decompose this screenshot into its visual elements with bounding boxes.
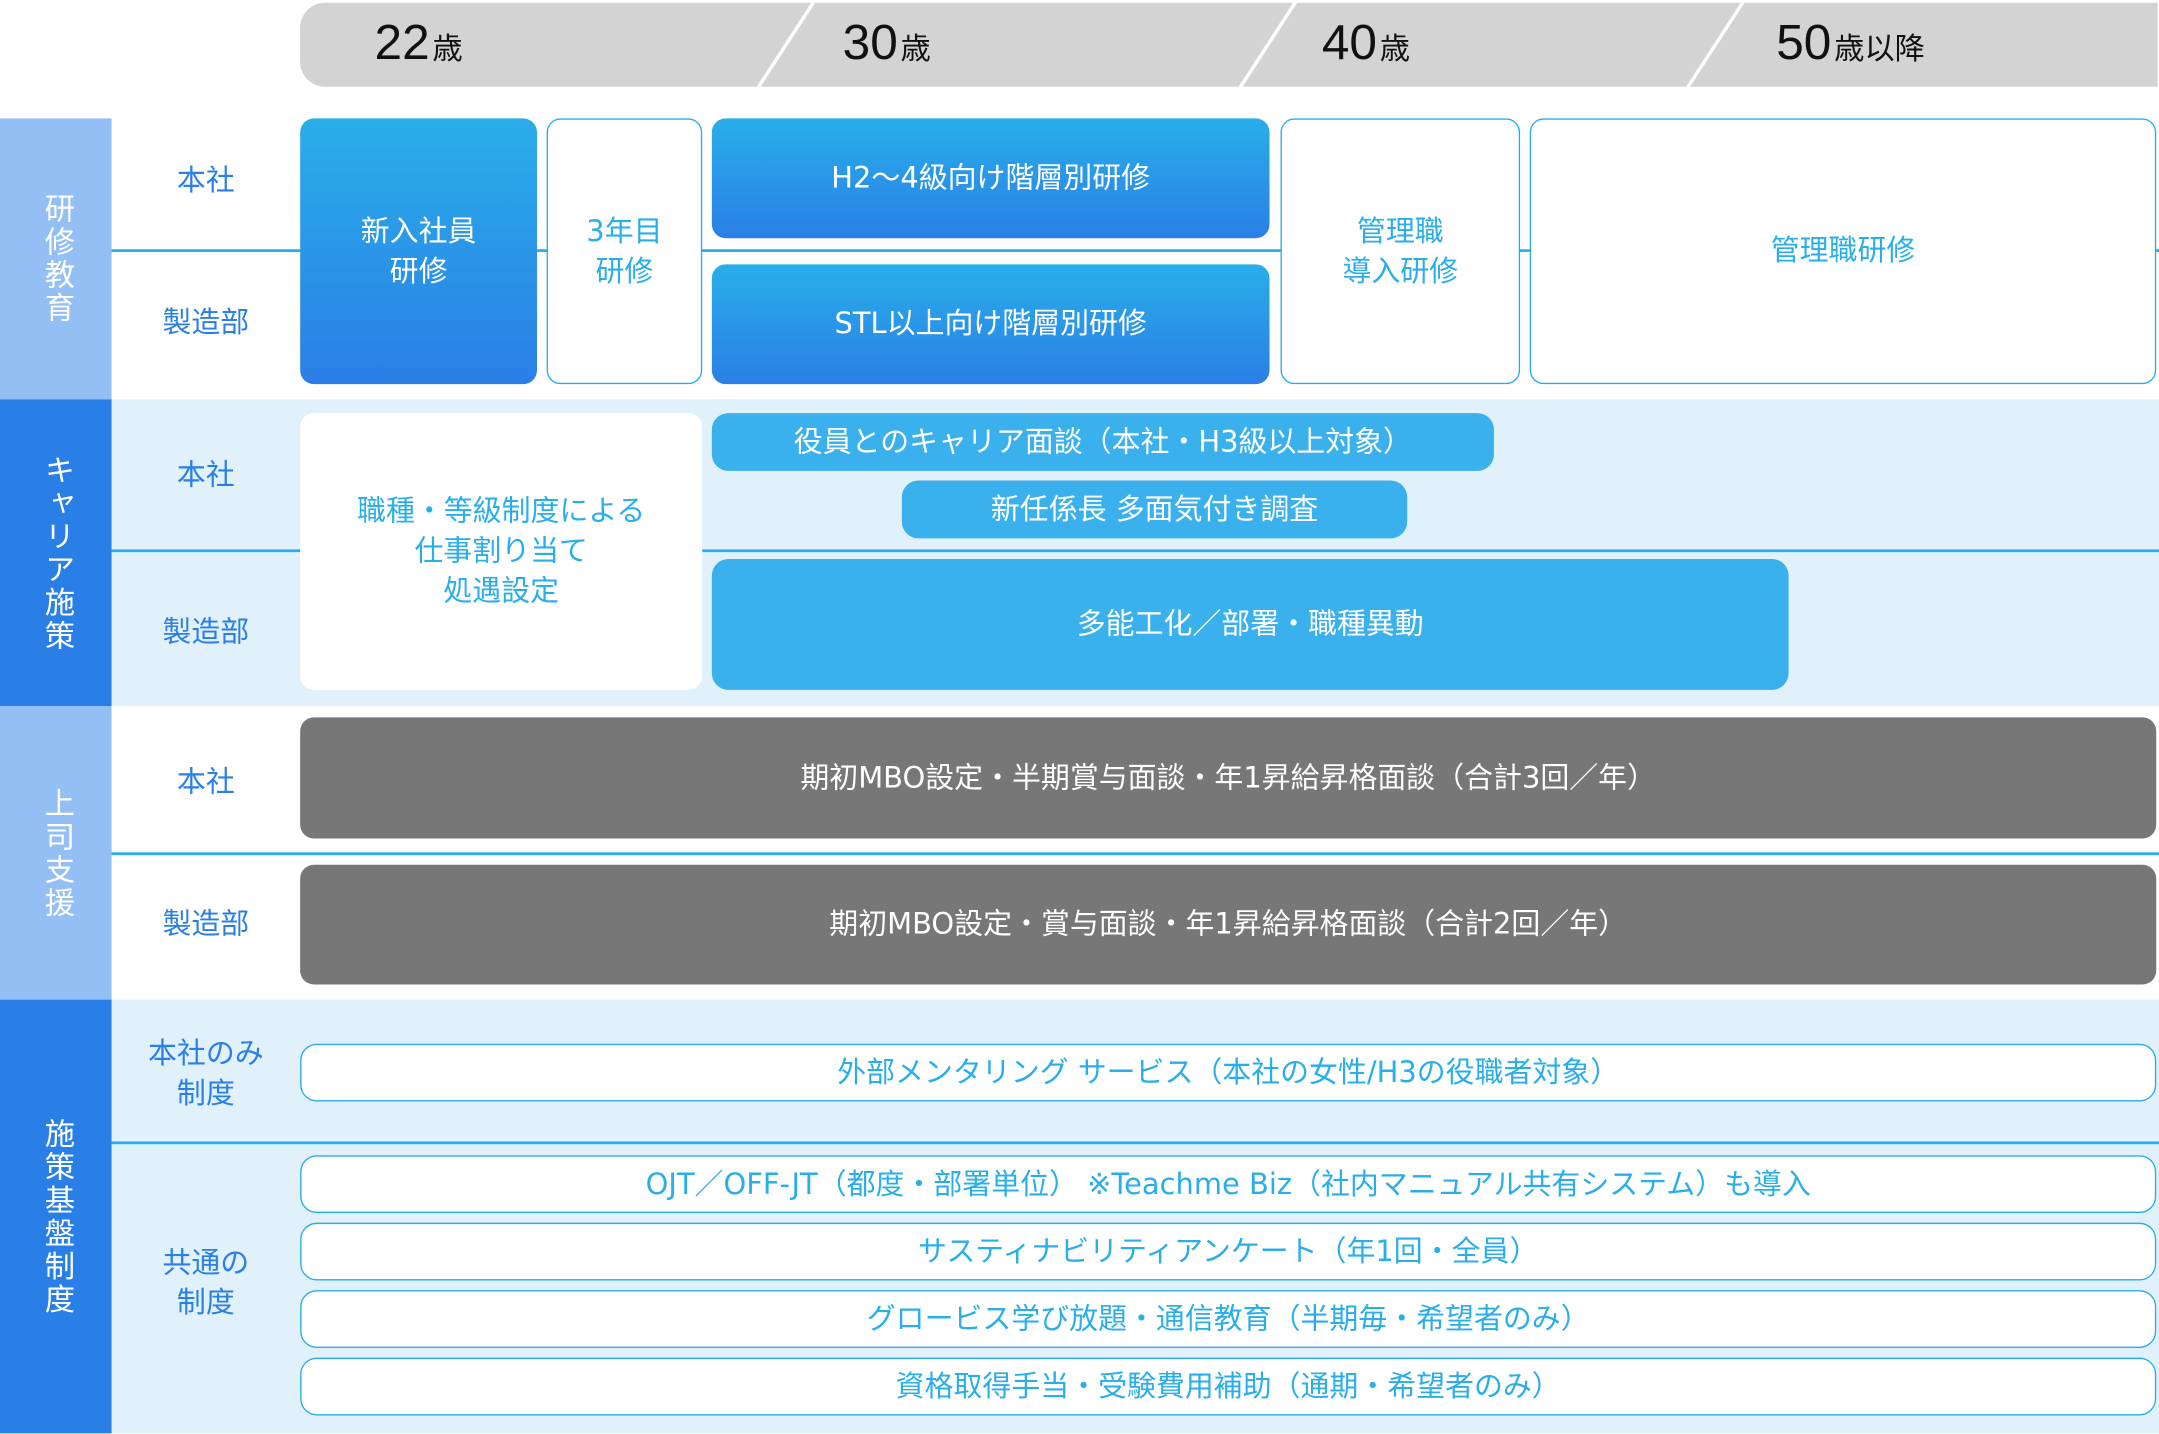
row-label-mfg: 製造部 <box>162 906 250 940</box>
manager-training: 管理職研修 <box>1529 118 2157 385</box>
row-label-mfg: 製造部 <box>162 304 250 339</box>
rotation: 多能工化／部署・職種異動 <box>711 559 1789 690</box>
third-year-training: 3年目研修 <box>546 118 703 385</box>
sustainability-survey: サスティナビリティアンケート（年1回・全員） <box>300 1222 2157 1281</box>
section-training: 研修教育 本社 製造部 新入社員研修 3年目研修 H2〜4級向け階層別研修 ST… <box>0 118 2159 400</box>
new-hire-training: 新入社員研修 <box>300 118 537 385</box>
external-mentoring: 外部メンタリング サービス（本社の女性/H3の役職者対象） <box>300 1043 2157 1102</box>
row-label-hq: 本社 <box>176 764 235 798</box>
row-label-hq: 本社 <box>176 457 235 491</box>
section-career: キャリア施策 本社 製造部 職種・等級制度による仕事割り当て処遇設定 役員とのキ… <box>0 399 2159 707</box>
row-label-hq-only: 本社のみ制度 <box>148 1036 264 1110</box>
manager-intro-training: 管理職導入研修 <box>1280 118 1521 385</box>
section-boss-support: 上司支援 本社 製造部 期初MBO設定・半期賞与面談・年1昇給昇格面談（合計3回… <box>0 706 2159 1000</box>
ojt-off-jt: OJT／OFF-JT（都度・部署単位） ※Teachme Biz（社内マニュアル… <box>300 1155 2157 1214</box>
section-label: 研修教育 <box>0 118 112 400</box>
executive-career-interview: 役員とのキャリア面談（本社・H3級以上対象） <box>711 413 1494 471</box>
section-label: 施策基盤制度 <box>0 999 112 1434</box>
h2-4-tier-training: H2〜4級向け階層別研修 <box>711 118 1270 239</box>
section-label: キャリア施策 <box>0 399 112 707</box>
row-label-mfg: 製造部 <box>162 614 250 648</box>
row-label-common: 共通の制度 <box>162 1246 250 1320</box>
stl-tier-training: STL以上向け階層別研修 <box>711 264 1270 385</box>
mfg-mbo-interviews: 期初MBO設定・賞与面談・年1昇給昇格面談（合計2回／年） <box>300 864 2157 985</box>
section-base-systems: 施策基盤制度 本社のみ制度 共通の制度 外部メンタリング サービス（本社の女性/… <box>0 999 2159 1434</box>
qualification-allowance: 資格取得手当・受験費用補助（通期・希望者のみ） <box>300 1357 2157 1416</box>
hq-mbo-interviews: 期初MBO設定・半期賞与面談・年1昇給昇格面談（合計3回／年） <box>300 717 2157 839</box>
job-grade-assignment: 職種・等級制度による仕事割り当て処遇設定 <box>300 413 703 690</box>
globis-learning: グロービス学び放題・通信教育（半期毎・希望者のみ） <box>300 1290 2157 1348</box>
row-label-hq: 本社 <box>176 163 235 197</box>
new-chief-survey: 新任係長 多面気付き調査 <box>901 480 1408 539</box>
section-label: 上司支援 <box>0 706 112 1000</box>
